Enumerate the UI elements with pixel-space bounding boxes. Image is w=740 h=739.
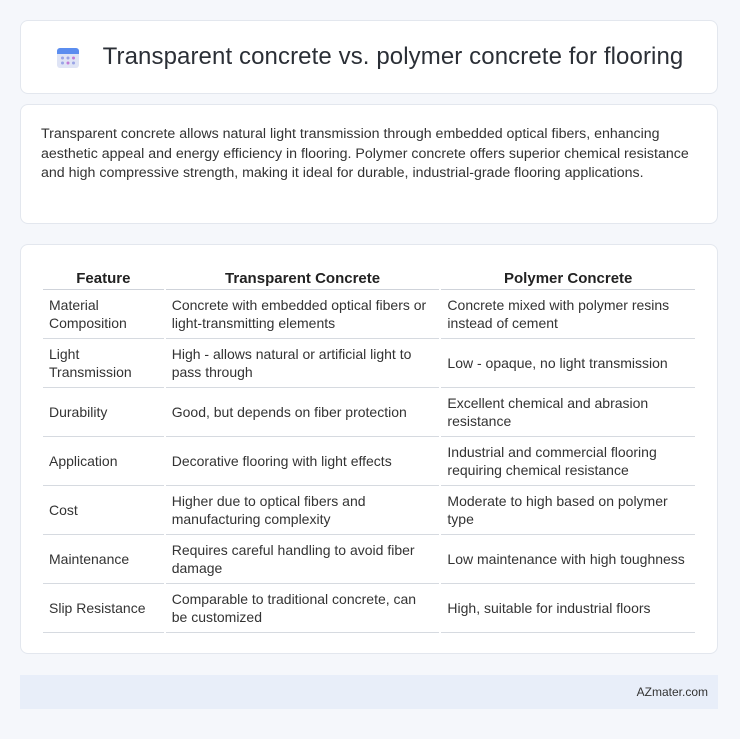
transparent-cell: Concrete with embedded optical fibers or… <box>165 290 440 339</box>
table-row: Durability Good, but depends on fiber pr… <box>43 388 695 437</box>
footer-brand-link[interactable]: AZmater.com <box>636 685 708 699</box>
polymer-cell: Low maintenance with high toughness <box>441 535 695 584</box>
calendar-grid-icon <box>56 48 79 68</box>
polymer-cell: Moderate to high based on polymer type <box>441 486 695 535</box>
page-title: Transparent concrete vs. polymer concret… <box>102 43 684 70</box>
feature-cell: Slip Resistance <box>43 584 164 633</box>
table-row: Slip Resistance Comparable to traditiona… <box>43 584 695 633</box>
header-feature: Feature <box>43 265 164 290</box>
transparent-cell: Requires careful handling to avoid fiber… <box>165 535 440 584</box>
feature-cell: Maintenance <box>43 535 164 584</box>
feature-cell: Application <box>43 437 164 486</box>
polymer-cell: Low - opaque, no light transmission <box>441 339 695 388</box>
feature-cell: Cost <box>43 486 164 535</box>
table-row: Application Decorative flooring with lig… <box>43 437 695 486</box>
table-row: Maintenance Requires careful handling to… <box>43 535 695 584</box>
transparent-cell: Higher due to optical fibers and manufac… <box>165 486 440 535</box>
title-card: Transparent concrete vs. polymer concret… <box>20 20 718 94</box>
feature-cell: Material Composition <box>43 290 164 339</box>
table-row: Light Transmission High - allows natural… <box>43 339 695 388</box>
comparison-table: Feature Transparent Concrete Polymer Con… <box>41 265 697 633</box>
header-transparent-concrete: Transparent Concrete <box>165 265 440 290</box>
transparent-cell: High - allows natural or artificial ligh… <box>165 339 440 388</box>
transparent-cell: Good, but depends on fiber protection <box>165 388 440 437</box>
polymer-cell: Industrial and commercial flooring requi… <box>441 437 695 486</box>
table-row: Cost Higher due to optical fibers and ma… <box>43 486 695 535</box>
transparent-cell: Comparable to traditional concrete, can … <box>165 584 440 633</box>
footer: AZmater.com <box>20 675 718 709</box>
summary-card: Transparent concrete allows natural ligh… <box>20 104 718 224</box>
polymer-cell: Concrete mixed with polymer resins inste… <box>441 290 695 339</box>
feature-cell: Durability <box>43 388 164 437</box>
table-row: Material Composition Concrete with embed… <box>43 290 695 339</box>
polymer-cell: Excellent chemical and abrasion resistan… <box>441 388 695 437</box>
polymer-cell: High, suitable for industrial floors <box>441 584 695 633</box>
transparent-cell: Decorative flooring with light effects <box>165 437 440 486</box>
feature-cell: Light Transmission <box>43 339 164 388</box>
comparison-table-card: Feature Transparent Concrete Polymer Con… <box>20 244 718 654</box>
table-header-row: Feature Transparent Concrete Polymer Con… <box>43 265 695 290</box>
header-polymer-concrete: Polymer Concrete <box>441 265 695 290</box>
summary-text: Transparent concrete allows natural ligh… <box>41 126 689 181</box>
